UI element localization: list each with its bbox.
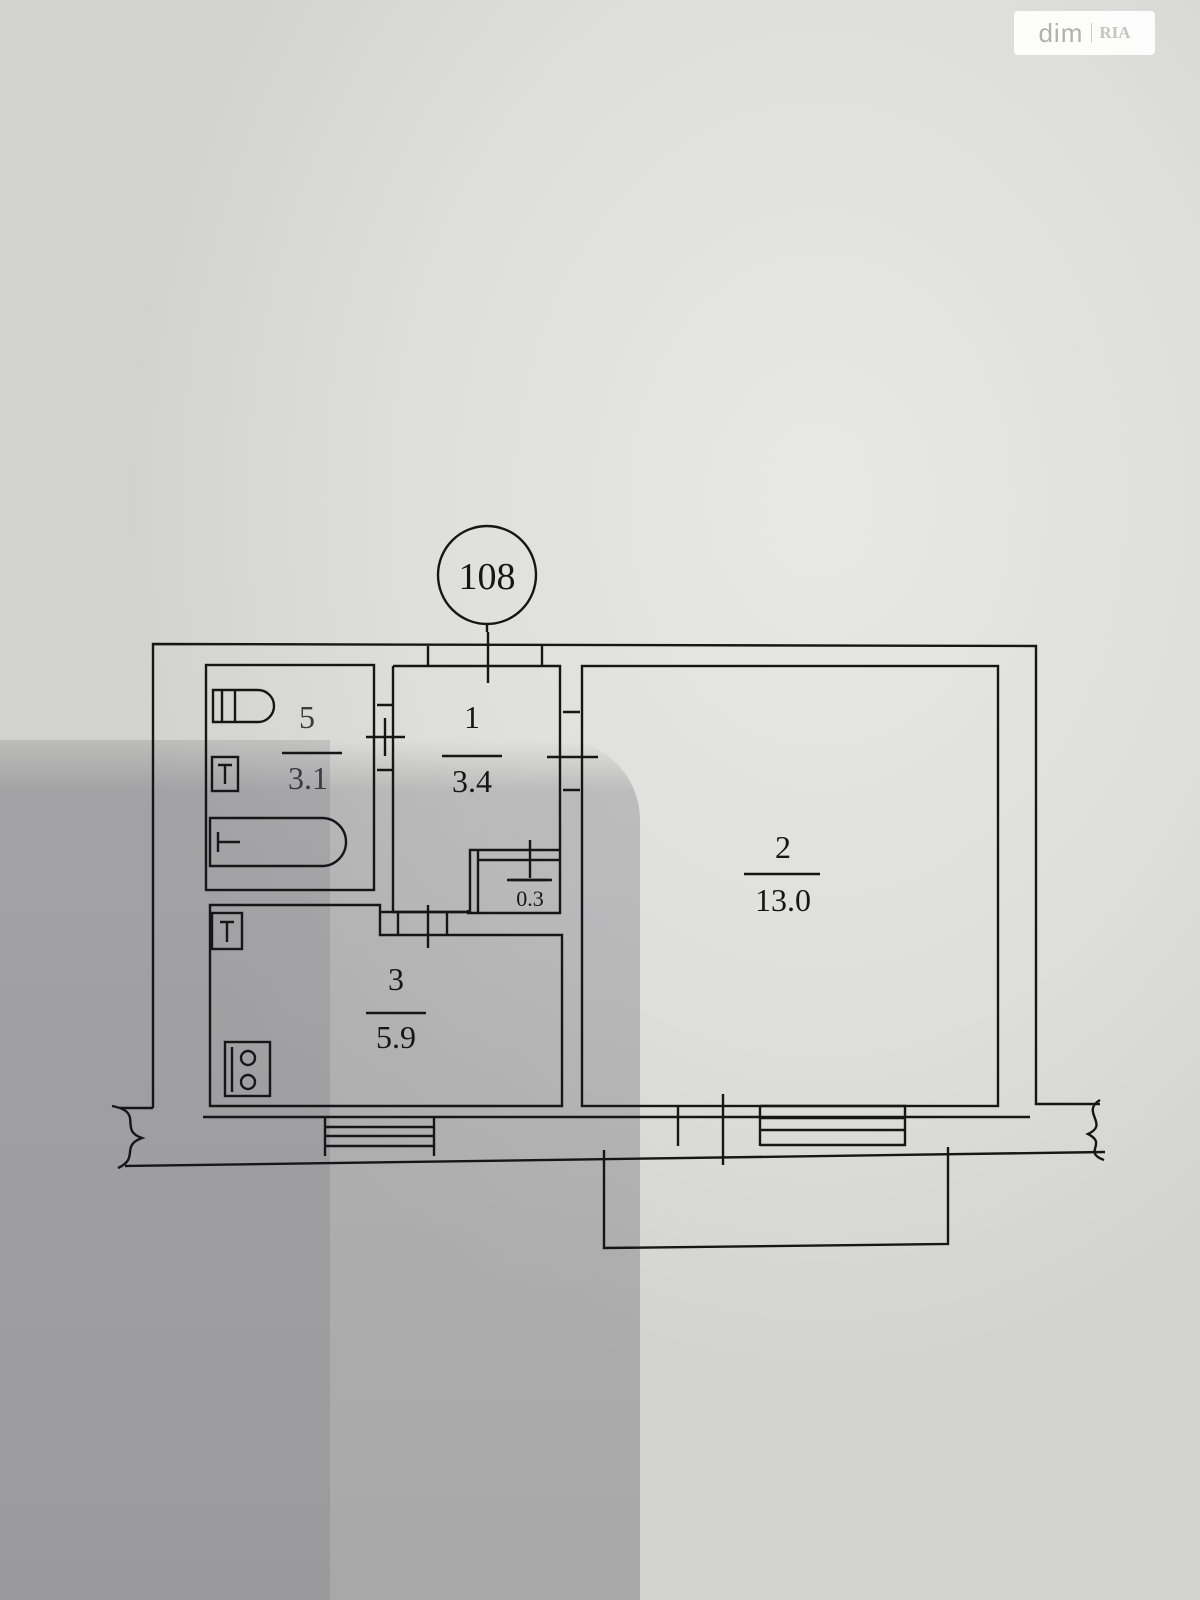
hand-shadow-dark	[0, 740, 330, 1600]
watermark-badge: dim RIA	[1014, 11, 1155, 55]
outer-wall-bottom	[124, 1150, 1106, 1168]
room-1-number: 1	[464, 699, 480, 735]
balcony	[602, 1147, 950, 1250]
room-2-area: 13.0	[755, 882, 811, 918]
kitchen-walls	[208, 903, 564, 1108]
kitchen-window	[323, 1117, 436, 1156]
closet	[468, 840, 560, 912]
door-hall-room2	[547, 710, 598, 792]
room-3-number: 3	[388, 961, 404, 997]
room-2-window	[760, 1104, 907, 1147]
stove-burner	[239, 1073, 257, 1091]
stove-burner	[239, 1049, 257, 1067]
room-1-area: 3.4	[452, 763, 492, 799]
kitchen-hall-door	[380, 905, 465, 948]
bathroom-walls	[204, 663, 376, 892]
hand-shadow	[0, 740, 640, 1600]
door-bath-hall	[366, 703, 405, 772]
watermark-logo: RIA	[1091, 23, 1131, 43]
room-3-area: 5.9	[376, 1019, 416, 1055]
stove	[223, 1040, 272, 1098]
kitchen-sink	[210, 911, 244, 951]
room-5-area: 3.1	[288, 760, 328, 796]
break-line-right	[1085, 1098, 1105, 1162]
closet-area: 0.3	[516, 886, 544, 911]
toilet	[211, 688, 276, 724]
break-line-left	[111, 1104, 146, 1170]
room-5-number: 5	[299, 699, 315, 735]
entrance-door	[426, 632, 544, 683]
bathtub	[208, 816, 348, 868]
balcony-door	[676, 1094, 762, 1165]
apartment-number: 108	[459, 556, 516, 598]
room-2-number: 2	[775, 829, 791, 865]
watermark-text: dim	[1038, 17, 1084, 48]
sink	[210, 755, 240, 793]
outer-wall	[151, 642, 1100, 1108]
